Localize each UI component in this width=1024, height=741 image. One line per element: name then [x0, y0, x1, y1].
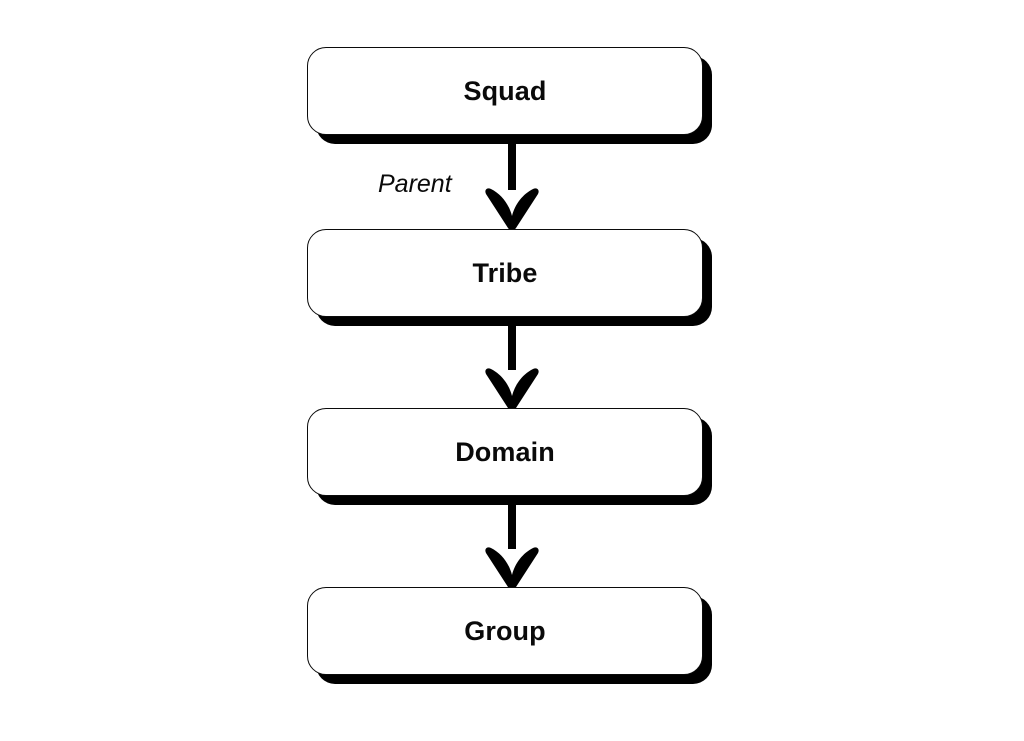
node-box[interactable]: Domain	[307, 408, 703, 496]
edge-label-parent: Parent	[378, 170, 452, 198]
node-tribe[interactable]: Tribe	[307, 229, 712, 326]
node-label-group: Group	[464, 615, 546, 646]
edge-squad-tribe	[485, 136, 539, 231]
edge-tribe-domain	[485, 318, 539, 411]
node-squad[interactable]: Squad	[307, 47, 712, 144]
node-group[interactable]: Group	[307, 587, 712, 684]
node-box[interactable]: Tribe	[307, 229, 703, 317]
edge-domain-group	[485, 497, 539, 590]
node-label-squad: Squad	[463, 75, 547, 106]
node-domain[interactable]: Domain	[307, 408, 712, 505]
node-label-tribe: Tribe	[472, 257, 538, 288]
node-box[interactable]: Group	[307, 587, 703, 675]
node-box[interactable]: Squad	[307, 47, 703, 135]
node-label-domain: Domain	[455, 436, 555, 467]
